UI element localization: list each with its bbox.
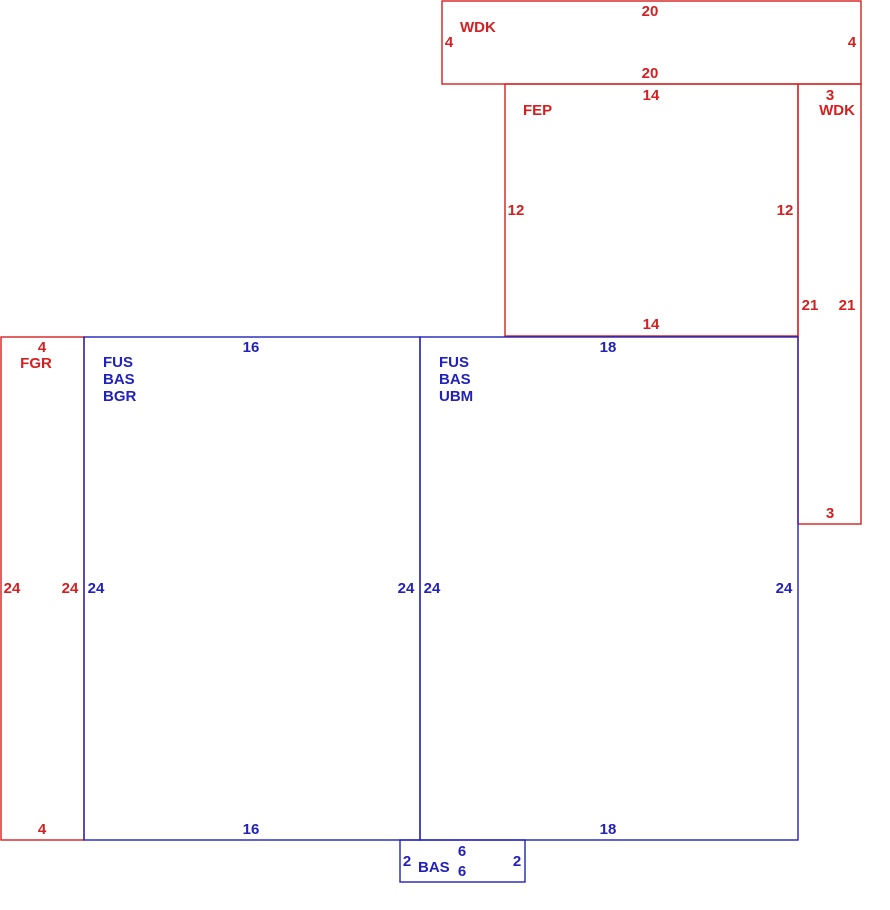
main-right-dim-right: 24: [776, 580, 793, 597]
section-fep: FEP 14 14 12 12: [504, 83, 799, 337]
wdk-top-dim-right: 4: [848, 34, 857, 51]
section-wdk-top: WDK 20 20 4 4: [441, 0, 862, 85]
wdk-side-dim-top: 3: [826, 87, 834, 104]
main-right-code-3: UBM: [439, 388, 473, 405]
wdk-top-dim-left: 4: [445, 34, 454, 51]
fgr-dim-top: 4: [38, 339, 47, 356]
fgr-dim-left: 24: [4, 580, 21, 597]
main-right-code-1: FUS: [439, 354, 469, 371]
fep-dim-top: 14: [643, 87, 660, 104]
wdk-top-code: WDK: [460, 19, 496, 36]
wdk-side-code: WDK: [819, 102, 855, 119]
section-bas-small: BAS 6 6 2 2: [399, 839, 526, 883]
fep-dim-bottom: 14: [643, 316, 660, 333]
section-main-left: FUS BAS BGR 16 16 24 24: [83, 336, 421, 841]
fgr-code: FGR: [20, 355, 52, 372]
main-right-dim-top: 18: [600, 339, 617, 356]
wdk-side-dim-bottom: 3: [826, 505, 834, 522]
main-right-outline: [419, 336, 799, 841]
fgr-dim-right: 24: [62, 580, 79, 597]
bas-small-dim-right: 2: [513, 853, 521, 870]
bas-small-code: BAS: [418, 859, 450, 876]
section-main-right: FUS BAS UBM 18 18 24 24: [419, 336, 799, 841]
bas-small-dim-top: 6: [458, 843, 466, 860]
fgr-dim-bottom: 4: [38, 821, 47, 838]
main-left-outline: [83, 336, 421, 841]
wdk-top-dim-bottom: 20: [642, 65, 659, 82]
main-left-dim-left: 24: [88, 580, 105, 597]
fep-dim-left: 12: [508, 202, 525, 219]
wdk-side-dim-left: 21: [802, 297, 819, 314]
main-left-code-1: FUS: [103, 354, 133, 371]
main-left-dim-bottom: 16: [243, 821, 260, 838]
main-right-code-2: BAS: [439, 371, 471, 388]
section-fgr: FGR 4 4 24 24: [0, 336, 85, 841]
main-right-dim-left: 24: [424, 580, 441, 597]
bas-small-outline: [399, 839, 526, 883]
main-left-dim-right: 24: [398, 580, 415, 597]
main-right-dim-bottom: 18: [600, 821, 617, 838]
bas-small-dim-left: 2: [403, 853, 411, 870]
fep-outline: [504, 83, 799, 337]
wdk-side-outline: [797, 83, 862, 525]
fep-code: FEP: [523, 102, 552, 119]
main-left-dim-top: 16: [243, 339, 260, 356]
section-wdk-side: WDK 3 3 21 21: [797, 83, 862, 525]
wdk-top-dim-top: 20: [642, 3, 659, 20]
bas-small-dim-bottom: 6: [458, 863, 466, 880]
main-left-code-3: BGR: [103, 388, 137, 405]
wdk-side-dim-right: 21: [839, 297, 856, 314]
main-left-code-2: BAS: [103, 371, 135, 388]
fep-dim-right: 12: [777, 202, 794, 219]
